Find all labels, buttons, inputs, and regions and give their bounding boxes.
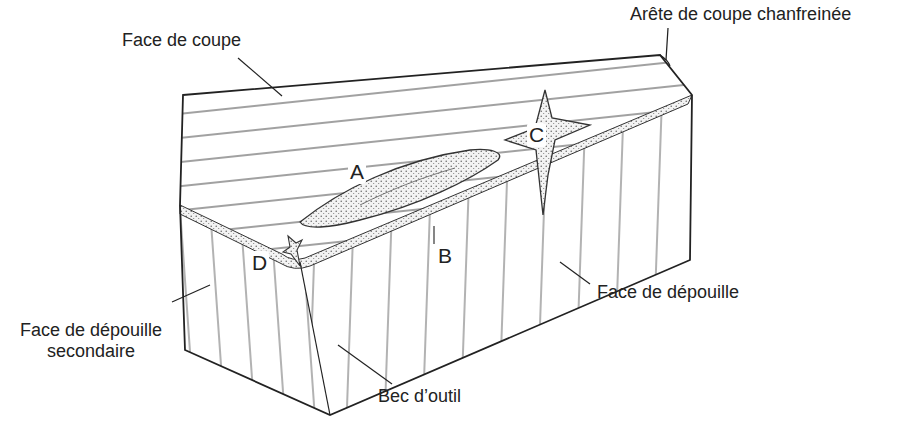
edge-label: Arête de coupe chanfreinée	[630, 4, 851, 25]
face-label: Face de dépouille secondaire	[2, 320, 180, 361]
callout-letter: B	[436, 244, 454, 268]
face-label: Face de coupe	[122, 30, 241, 51]
callout-letter: A	[348, 160, 366, 184]
callout-letter: D	[250, 251, 269, 275]
part-label: Bec d’outil	[378, 386, 461, 407]
callout-letter: C	[527, 123, 546, 147]
face-label: Face de dépouille	[597, 282, 739, 303]
